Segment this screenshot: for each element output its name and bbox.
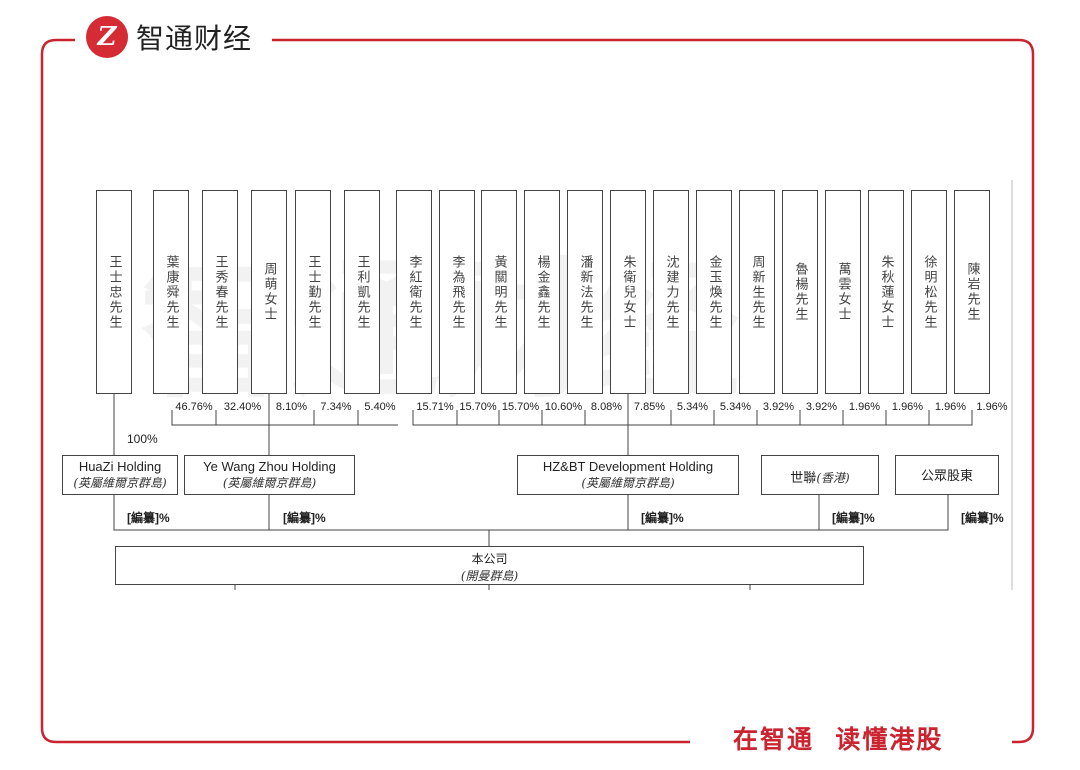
ownership-pct: 7.34% [320,401,352,413]
ownership-pct: 15.70% [501,401,540,413]
shareholder-name: 萬雲女士 [835,262,851,322]
logo-icon: Z [86,16,128,58]
entity-hzbt-development-holding: HZ&BT Development Holding (英屬維爾京群島) [517,455,739,495]
shareholder-box: 李為飛先生 [439,190,475,394]
shareholder-box: 徐明松先生 [911,190,947,394]
shareholder-box: 王利凱先生 [344,190,380,394]
entity-name: 本公司 [471,552,508,566]
entity-name: HuaZi Holding [78,459,162,474]
ownership-pct: 3.92% [762,401,795,413]
redacted-pct-shilian: [編纂]% [832,511,875,525]
shareholder-box: 陳岩先生 [954,190,990,394]
shareholder-box: 潘新法先生 [567,190,603,394]
entity-jurisdiction: (開曼群島) [460,569,519,583]
shareholder-box: 李紅衛先生 [396,190,432,394]
shareholder-box: 王秀春先生 [202,190,238,394]
shareholder-box: 周萌女士 [251,190,287,394]
brand-name: 智通财经 [136,22,253,55]
entity-ye-wang-zhou-holding: Ye Wang Zhou Holding (英屬維爾京群島) [184,455,355,495]
shareholder-name: 王秀春先生 [212,254,228,330]
ownership-pct: 3.92% [805,401,838,413]
shareholder-box: 魯楊先生 [782,190,818,394]
ownership-pct: 15.71% [416,401,454,413]
shareholder-box: 黃關明先生 [481,190,517,394]
ownership-pct: 5.40% [364,401,396,413]
shareholder-name: 楊金鑫先生 [534,254,550,330]
entity-jurisdiction: (英屬維爾京群島) [73,476,167,490]
shareholder-name: 徐明松先生 [921,254,937,330]
entity-shilian-hk: 世聯(香港) [761,455,879,495]
ownership-pct: 7.85% [633,401,666,413]
shareholder-box: 朱衛兒女士 [610,190,646,394]
ownership-pct: 10.60% [544,401,583,413]
shareholder-name: 潘新法先生 [577,254,593,330]
redacted-pct-public: [編纂]% [961,511,1004,525]
shareholder-name: 王士忠先生 [106,254,122,330]
entity-name: 公眾股東 [920,469,973,484]
ownership-pct: 1.96% [891,401,924,413]
shareholder-box: 周新生先生 [739,190,775,394]
shareholder-name: 沈建力先生 [663,254,679,330]
shareholder-name: 周新生先生 [749,254,765,330]
shareholder-name: 魯楊先生 [792,262,808,322]
shareholder-name: 陳岩先生 [964,262,980,322]
entity-huazi-holding: HuaZi Holding (英屬維爾京群島) [62,455,178,495]
redacted-pct-ywz: [編纂]% [283,511,326,525]
ownership-pct: 15.70% [459,401,497,413]
entity-public-shareholders: 公眾股東 [895,455,999,495]
shareholder-box: 楊金鑫先生 [524,190,560,394]
ownership-pct: 32.40% [223,401,262,413]
shareholder-name: 金玉煥先生 [706,254,722,330]
entity-jurisdiction: (英屬維爾京群島) [222,476,317,490]
ownership-pct: 1.96% [934,401,967,413]
ownership-pct: 5.34% [676,401,709,413]
shareholder-name: 葉康舜先生 [163,254,179,330]
shareholder-name: 周萌女士 [261,262,277,322]
slogan: 在智通 读懂港股 [733,725,944,754]
brand-logo: Z 智通财经 [86,16,252,58]
ownership-pct: 5.34% [719,401,752,413]
shareholder-name: 王利凱先生 [354,254,370,330]
shareholder-box: 金玉煥先生 [696,190,732,394]
entity-name: 世聯 [790,471,817,486]
shareholder-box: 朱秋蓮女士 [868,190,904,394]
redacted-pct-huazi: [編纂]% [127,511,170,525]
shareholder-box: 葉康舜先生 [153,190,189,394]
ownership-pct: 46.76% [175,401,213,413]
redacted-pct-hzbt: [編纂]% [641,511,684,525]
shareholder-name: 李為飛先生 [449,254,465,330]
shareholder-name: 黃關明先生 [491,254,507,330]
shareholder-box: 萬雲女士 [825,190,861,394]
shareholder-name: 李紅衛先生 [406,254,422,330]
ownership-pct: 1.96% [976,401,1008,413]
shareholder-box: 王士勤先生 [295,190,331,394]
entity-name: HZ&BT Development Holding [542,459,714,474]
shareholder-box: 沈建力先生 [653,190,689,394]
entity-jurisdiction: (英屬維爾京群島) [581,476,675,490]
connector-lines [113,392,973,590]
entity-name: Ye Wang Zhou Holding [203,459,336,474]
ownership-pct: 8.10% [275,401,308,413]
entity-jurisdiction: (香港) [816,471,850,485]
shareholder-box: 王士忠先生 [96,190,132,394]
huazi-ownership-pct: 100% [127,432,158,446]
entity-company: 本公司 (開曼群島) [115,546,864,585]
shareholder-name: 朱秋蓮女士 [878,254,894,330]
ownership-pct: 8.08% [590,401,623,413]
shareholder-name: 朱衛兒女士 [620,254,636,330]
shareholder-name: 王士勤先生 [305,254,321,330]
ownership-pct: 1.96% [848,401,881,413]
